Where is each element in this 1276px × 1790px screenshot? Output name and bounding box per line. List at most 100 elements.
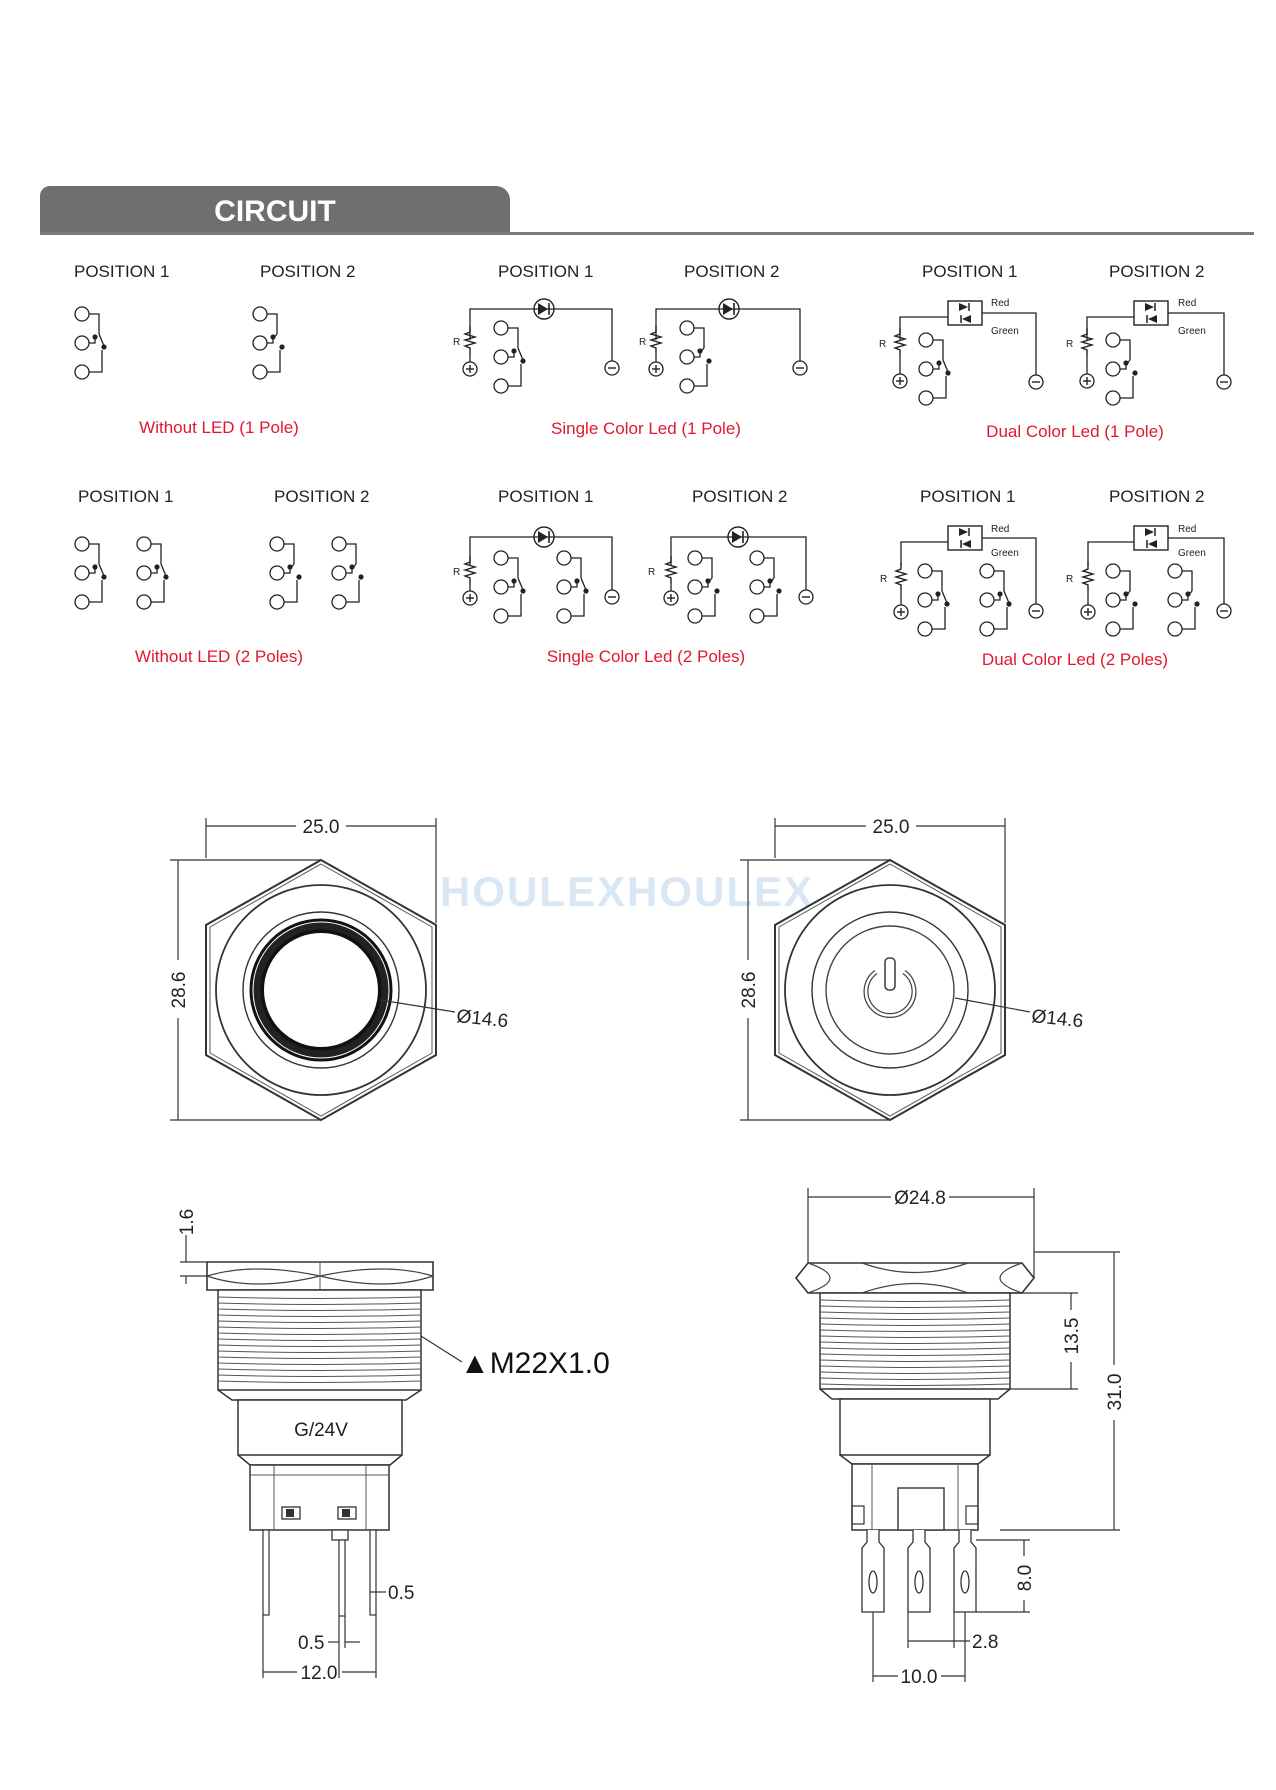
switch-pole-icon [269,536,303,610]
thread-line [819,1311,1011,1314]
thread-line [819,1299,1011,1302]
resistor-label: R [639,337,646,348]
red-label: Red [1178,298,1196,309]
thread-line [819,1335,1011,1338]
green-label: Green [991,548,1019,559]
position-1-label: POSITION 1 [920,487,1015,506]
thread-line [217,1320,422,1323]
circuit-single-led-1-pole: POSITION 1 POSITION 2 R R Single Color L… [453,262,808,438]
position-1-label: POSITION 1 [78,487,173,506]
pin-thickness-dimension: 0.5 [388,1583,414,1604]
switch-pole-icon [252,306,286,380]
switch-pole-icon [918,332,952,406]
side-view-right: Ø24.8 13.5 31.0 8.0 2.8 10.0 [794,1188,1126,1688]
switch-pole-icon [687,550,721,624]
resistor-label: R [648,567,655,578]
position-2-label: POSITION 2 [684,262,779,281]
minus-terminal-icon [792,360,808,376]
red-label: Red [1178,524,1196,535]
minus-terminal-icon [604,589,620,605]
green-label: Green [1178,548,1206,559]
position-2-label: POSITION 2 [260,262,355,281]
minus-terminal-icon [1028,374,1044,390]
resistor-label: R [879,339,886,350]
circuit-single-led-2-poles: POSITION 1 POSITION 2 R R Single Color L… [453,487,814,666]
minus-terminal-icon [1216,603,1232,619]
thread-line [217,1374,422,1377]
rating-label: G/24V [294,1420,348,1441]
minus-terminal-icon [604,360,620,376]
circuit-dual-led-2-poles: POSITION 1 POSITION 2 Red Green R Red Gr… [880,487,1232,669]
green-label: Green [1178,326,1206,337]
switch-pole-icon [679,320,713,394]
plus-terminal-icon [893,604,909,620]
green-label: Green [991,326,1019,337]
thread-line [819,1365,1011,1368]
minus-terminal-icon [1028,603,1044,619]
plus-terminal-icon [892,373,908,389]
height-dimension: 28.6 [739,972,760,1009]
resistor-icon [464,555,476,585]
pin-icon [861,1530,885,1613]
height-dimension: 28.6 [169,972,190,1009]
pin-icon [907,1530,931,1613]
thread-line [819,1341,1011,1344]
thread-length-dimension: 13.5 [1062,1318,1083,1355]
switch-pole-icon [979,563,1013,637]
dual-led-icon [1133,525,1169,551]
thread-line [217,1380,422,1383]
caption: Single Color Led (1 Pole) [551,419,741,438]
switch-pole-icon [1105,332,1139,406]
resistor-icon [895,562,907,592]
pin-span-dimension: 12.0 [301,1663,338,1684]
red-label: Red [991,524,1009,535]
resistor-label: R [453,337,460,348]
thread-line [819,1347,1011,1350]
head-thickness-dimension: 1.6 [177,1209,198,1235]
section-header-tab [40,186,510,234]
side-view-left: G/24V 1.6 ▲M22X1.0 0.5 0.5 [177,1209,610,1684]
pin-length-dimension: 8.0 [1015,1565,1036,1591]
section-title: CIRCUIT [214,195,336,228]
thread-line [217,1296,422,1299]
resistor-icon [665,555,677,585]
thread-line [819,1317,1011,1320]
pin-span-dimension: 10.0 [901,1667,938,1688]
caption: Dual Color Led (1 Pole) [986,422,1164,441]
thread-line [819,1371,1011,1374]
circuit-dual-led-1-pole: POSITION 1 POSITION 2 Red Green R Red Gr… [879,262,1232,441]
plus-terminal-icon [462,590,478,606]
switch-pole-icon [917,563,951,637]
plus-terminal-icon [462,361,478,377]
thread-line [217,1344,422,1347]
switch-pole-icon [1105,563,1139,637]
thread-lines [819,1299,1011,1386]
switch-pole-icon [331,536,365,610]
position-1-label: POSITION 1 [74,262,169,281]
plus-terminal-icon [648,361,664,377]
resistor-label: R [880,574,887,585]
hex-nut-outline [205,859,437,1121]
resistor-icon [1081,327,1093,357]
pin-pitch-dimension: 2.8 [972,1632,998,1653]
position-1-label: POSITION 1 [498,487,593,506]
resistor-icon [1082,562,1094,592]
diameter-dimension: Ø14.6 [455,1006,509,1032]
switch-pole-icon [136,536,170,610]
thread-line [217,1350,422,1353]
position-1-label: POSITION 1 [498,262,593,281]
thread-line [217,1368,422,1371]
thread-line [217,1326,422,1329]
position-2-label: POSITION 2 [1109,487,1204,506]
position-1-label: POSITION 1 [922,262,1017,281]
flange-diameter-dimension: Ø24.8 [894,1188,946,1209]
thread-line [217,1314,422,1317]
minus-terminal-icon [1216,374,1232,390]
thread-line [819,1305,1011,1308]
dual-led-icon [947,300,983,326]
thread-line [217,1338,422,1341]
switch-pole-icon [556,550,590,624]
watermark: HOULEXHOULEX [440,868,814,915]
plus-terminal-icon [663,590,679,606]
